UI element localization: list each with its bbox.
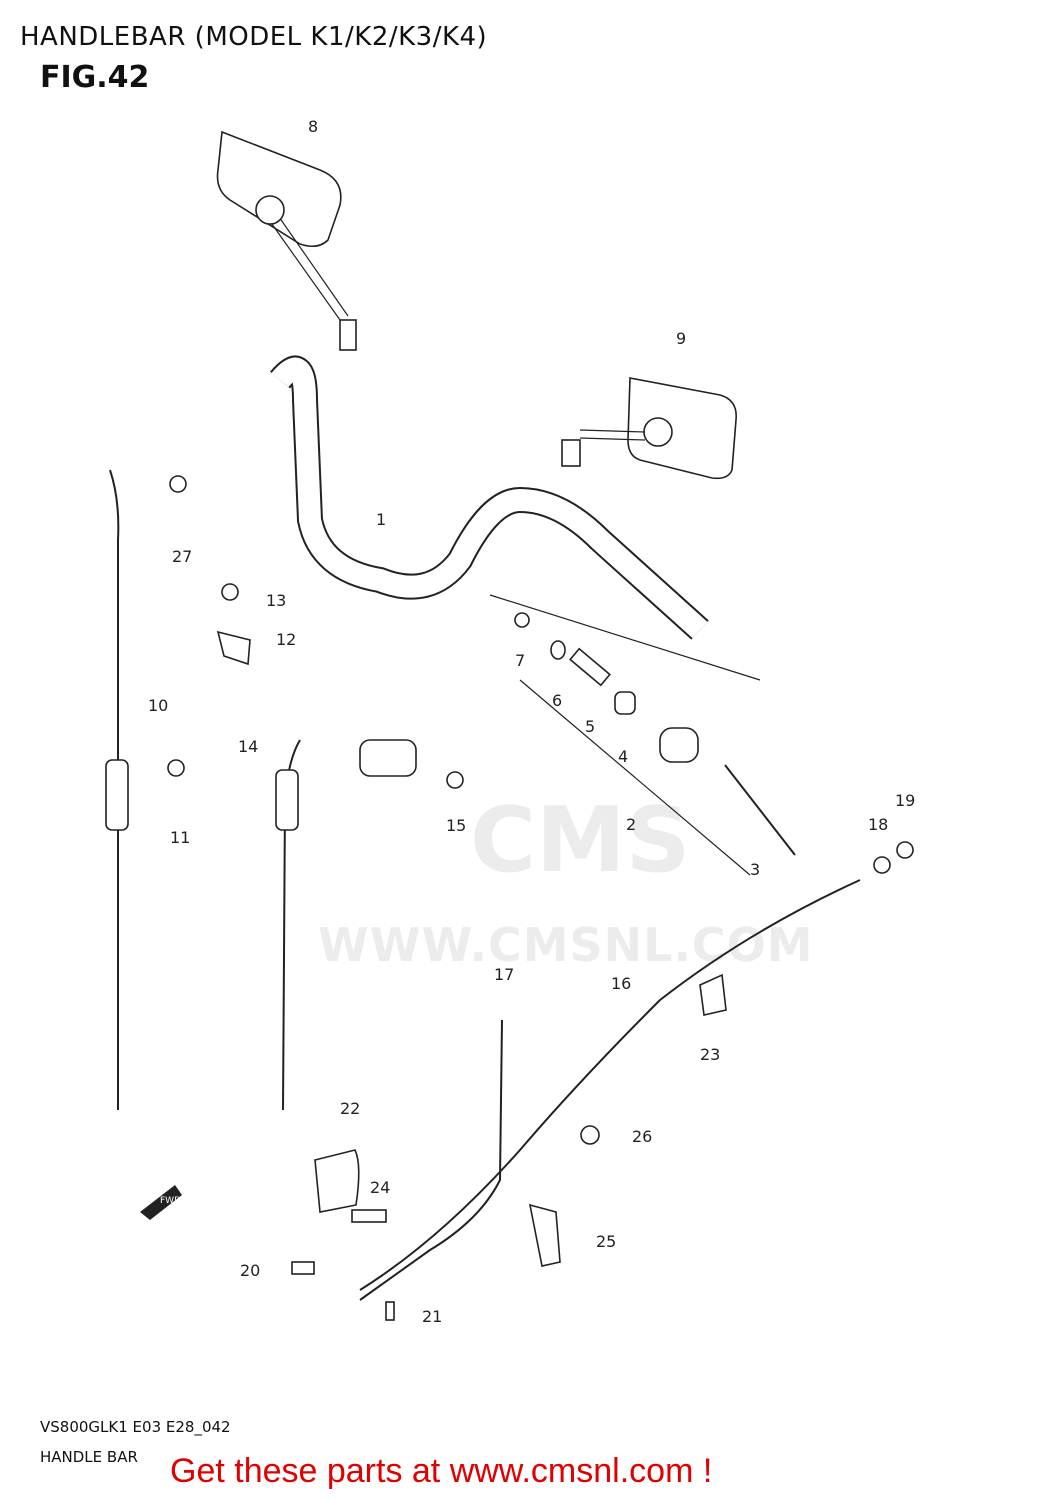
figure-label: FIG.42	[40, 60, 150, 95]
throttle-cable-17[interactable]	[359, 1019, 503, 1301]
screw-11[interactable]	[167, 759, 185, 777]
callout-20: 20	[240, 1261, 260, 1280]
callout-10: 10	[148, 696, 168, 715]
cable-sleeve	[105, 759, 129, 831]
callout-14: 14	[238, 737, 258, 756]
promo-link[interactable]: Get these parts at www.cmsnl.com !	[170, 1452, 713, 1490]
cap-18[interactable]	[873, 856, 891, 874]
cushion-part[interactable]	[614, 691, 636, 715]
nut-part[interactable]	[514, 612, 530, 628]
callout-5: 5	[585, 717, 595, 736]
drawing-code: VS800GLK1 E03 E28_042	[40, 1418, 231, 1436]
rubber-part[interactable]	[659, 727, 699, 763]
callout-3: 3	[750, 860, 760, 879]
screw-15[interactable]	[446, 771, 464, 789]
callout-6: 6	[552, 691, 562, 710]
callout-26: 26	[632, 1127, 652, 1146]
clamp-12[interactable]	[216, 630, 251, 666]
screw-26[interactable]	[580, 1125, 600, 1145]
cap-19[interactable]	[896, 841, 914, 859]
diagram-heading: HANDLEBAR (MODEL K1/K2/K3/K4)	[20, 22, 488, 52]
screw-27[interactable]	[169, 475, 187, 493]
callout-18: 18	[868, 815, 888, 834]
figure-caption: HANDLE BAR	[40, 1448, 138, 1466]
cover-22[interactable]	[314, 1149, 360, 1213]
callout-2: 2	[626, 815, 636, 834]
callout-22: 22	[340, 1099, 360, 1118]
callout-27: 27	[172, 547, 192, 566]
spacer-part[interactable]	[569, 647, 611, 687]
bolt-part[interactable]	[724, 764, 796, 856]
watermark-url: WWW.CMSNL.COM	[318, 918, 814, 972]
callout-19: 19	[895, 791, 915, 810]
forward-label: FWD	[160, 1196, 181, 1206]
callout-16: 16	[611, 974, 631, 993]
clip-21[interactable]	[385, 1301, 395, 1321]
bracket-25[interactable]	[528, 1203, 561, 1267]
callout-7: 7	[515, 651, 525, 670]
bracket-23[interactable]	[699, 973, 727, 1016]
callout-9: 9	[676, 329, 686, 348]
callout-25: 25	[596, 1232, 616, 1251]
holder-outline-2	[519, 679, 751, 876]
callout-13: 13	[266, 591, 286, 610]
starter-sleeve	[275, 769, 299, 831]
callout-24: 24	[370, 1178, 390, 1197]
callout-12: 12	[276, 630, 296, 649]
callout-11: 11	[170, 828, 190, 847]
mirror-right[interactable]	[561, 377, 737, 480]
callout-4: 4	[618, 747, 628, 766]
callout-23: 23	[700, 1045, 720, 1064]
callout-21: 21	[422, 1307, 442, 1326]
callout-17: 17	[494, 965, 514, 984]
throttle-cable-16[interactable]	[359, 879, 861, 1291]
screw-24[interactable]	[351, 1209, 387, 1223]
mirror-left[interactable]	[216, 130, 357, 351]
switch-14[interactable]	[359, 739, 417, 777]
watermark-logo: CMS	[470, 788, 691, 893]
clutch-cable[interactable]	[109, 469, 120, 1110]
end-20[interactable]	[291, 1261, 315, 1275]
callout-1: 1	[376, 510, 386, 529]
callout-15: 15	[446, 816, 466, 835]
washer-part[interactable]	[550, 640, 566, 660]
callout-8: 8	[308, 117, 318, 136]
screw-13[interactable]	[221, 583, 239, 601]
handlebar[interactable]	[270, 355, 709, 640]
holder-outline	[489, 594, 761, 681]
forward-arrow-icon: FWD	[140, 1185, 182, 1220]
